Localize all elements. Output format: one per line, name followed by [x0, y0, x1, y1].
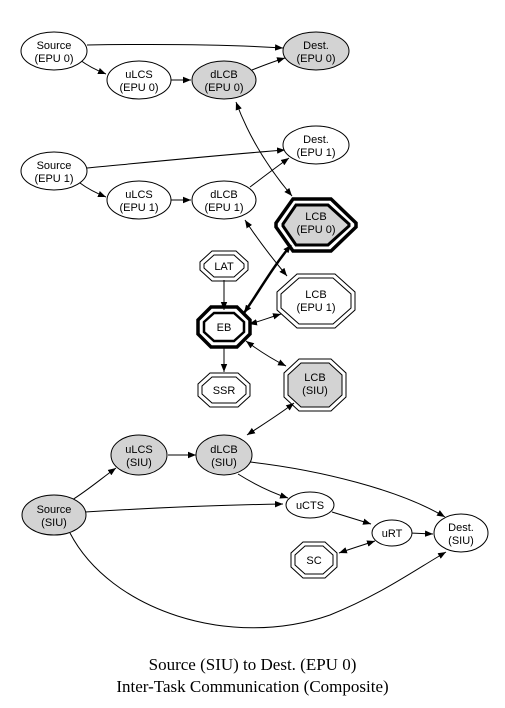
edge-dlcb1-lcb1 [244, 219, 288, 277]
node-dest-epu1: Dest.(EPU 1) [282, 125, 350, 165]
node-sc: SC [290, 541, 338, 579]
node-ucts: uCTS [285, 491, 335, 519]
edge-dlcb0-lcb0 [235, 101, 293, 197]
svg-text:SSR: SSR [213, 385, 236, 397]
edge-src1-dest1 [86, 147, 286, 169]
edge-ucts-urt [331, 511, 372, 525]
node-ulcs-epu1: uLCS(EPU 1) [106, 180, 172, 220]
caption-subtitle: Inter-Task Communication (Composite) [116, 677, 389, 696]
node-dlcb-siu: dLCB(SIU) [195, 434, 253, 476]
svg-text:Source(SIU): Source(SIU) [37, 504, 72, 529]
svg-text:dLCB(SIU): dLCB(SIU) [210, 444, 238, 469]
svg-text:LCB(SIU): LCB(SIU) [302, 372, 328, 397]
svg-text:Dest.(EPU 1): Dest.(EPU 1) [296, 134, 335, 159]
node-lat: LAT [199, 250, 249, 282]
svg-text:Dest.(SIU): Dest.(SIU) [448, 522, 474, 547]
edge-src0-dest0 [86, 43, 284, 51]
svg-text:uLCS(SIU): uLCS(SIU) [125, 444, 153, 469]
svg-text:EB: EB [217, 322, 232, 334]
svg-text:LCB(EPU 1): LCB(EPU 1) [296, 289, 335, 314]
node-eb: EB [196, 305, 252, 349]
node-dest-siu: Dest.(SIU) [433, 513, 489, 553]
node-source-siu: Source(SIU) [21, 494, 87, 536]
node-ssr: SSR [197, 372, 251, 408]
node-source-epu1: Source(EPU 1) [20, 151, 88, 191]
caption-title: Source (SIU) to Dest. (EPU 0) [148, 655, 357, 674]
svg-text:Source(EPU 1): Source(EPU 1) [34, 160, 73, 185]
edge-eb-lcbsiu [245, 340, 287, 367]
edge-src0-ulcs0 [79, 59, 107, 75]
node-urt: uRT [371, 519, 413, 547]
svg-text:uCTS: uCTS [296, 500, 324, 512]
edge-dlcbsiu-ucts [237, 473, 289, 499]
node-lcb-siu: LCB(SIU) [283, 358, 347, 412]
svg-text:Dest.(EPU 0): Dest.(EPU 0) [296, 40, 335, 65]
edge-src1-ulcs1 [79, 182, 107, 198]
svg-text:uRT: uRT [382, 528, 403, 540]
node-ulcs-epu0: uLCS(EPU 0) [106, 60, 172, 100]
svg-text:SC: SC [306, 555, 321, 567]
edge-sc-urt [338, 540, 376, 554]
edge-eb-lcb1 [248, 313, 282, 326]
svg-text:uLCS(EPU 1): uLCS(EPU 1) [119, 189, 158, 214]
node-source-epu0: Source(EPU 0) [20, 31, 88, 71]
svg-text:uLCS(EPU 0): uLCS(EPU 0) [119, 69, 158, 94]
edge-dlcb0-dest0 [251, 57, 286, 71]
edge-srcsiu-ulcssiu [71, 467, 117, 501]
svg-text:LAT: LAT [214, 261, 234, 273]
svg-text:dLCB(EPU 0): dLCB(EPU 0) [204, 69, 243, 94]
edge-urt-destsiu [409, 530, 434, 537]
edge-dlcbsiu-destsiu [249, 461, 446, 518]
node-ulcs-siu: uLCS(SIU) [110, 434, 168, 476]
edge-srcsiu-ucts [84, 500, 284, 513]
node-lcb-epu0: LCB(EPU 0) [274, 197, 358, 253]
edge-dlcb1-dest1 [249, 157, 290, 188]
edge-eb-lcb0 [242, 244, 292, 314]
node-dlcb-epu0: dLCB(EPU 0) [191, 60, 257, 100]
svg-text:Source(EPU 0): Source(EPU 0) [34, 40, 73, 65]
svg-text:dLCB(EPU 1): dLCB(EPU 1) [204, 189, 243, 214]
node-dest-epu0: Dest.(EPU 0) [282, 31, 350, 71]
svg-text:LCB(EPU 0): LCB(EPU 0) [296, 211, 335, 236]
node-dlcb-epu1: dLCB(EPU 1) [191, 180, 257, 220]
node-lcb-epu1: LCB(EPU 1) [276, 273, 356, 329]
edge-lcbsiu-dlcbsiu [246, 402, 295, 436]
edge-srcsiu-destsiu [69, 532, 447, 629]
